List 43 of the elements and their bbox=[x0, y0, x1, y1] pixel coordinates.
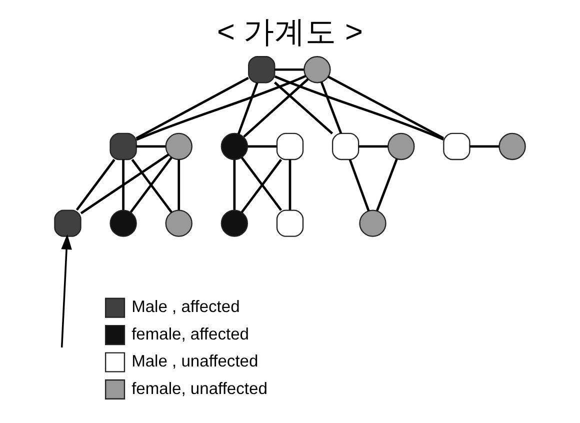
connector bbox=[376, 158, 398, 212]
connector bbox=[320, 82, 342, 134]
connector bbox=[243, 78, 309, 138]
connector bbox=[328, 76, 444, 140]
connector bbox=[178, 160, 180, 210]
legend-label: Male , unaffected bbox=[132, 352, 258, 371]
connector bbox=[76, 158, 116, 211]
arrow bbox=[60, 234, 72, 348]
connector bbox=[288, 160, 292, 210]
connector bbox=[122, 160, 124, 210]
connector bbox=[233, 160, 236, 210]
connector bbox=[136, 74, 306, 141]
node-box bbox=[443, 132, 470, 160]
connector bbox=[470, 145, 499, 148]
connector bbox=[237, 82, 258, 134]
node-circle bbox=[304, 56, 331, 84]
legend-label: female, unaffected bbox=[132, 378, 268, 398]
connector bbox=[348, 159, 370, 212]
node-box bbox=[276, 210, 304, 237]
diagram-title: < 가계도 > bbox=[217, 14, 363, 50]
node-circle bbox=[220, 210, 248, 237]
node-box bbox=[276, 132, 304, 160]
node-box bbox=[332, 132, 360, 160]
node-circle bbox=[220, 132, 248, 160]
node-box bbox=[110, 132, 137, 160]
node-box bbox=[54, 210, 82, 237]
node-circle bbox=[165, 210, 192, 237]
node-circle bbox=[165, 132, 192, 160]
connector bbox=[358, 145, 388, 148]
node-circle bbox=[388, 132, 415, 160]
legend-label: female, affected bbox=[132, 324, 250, 344]
connector bbox=[247, 145, 277, 148]
legend-label: Male , affected bbox=[132, 297, 240, 316]
connector bbox=[80, 154, 170, 214]
node-circle bbox=[110, 210, 137, 237]
node-circle bbox=[359, 210, 386, 237]
connector bbox=[274, 68, 304, 71]
connector bbox=[274, 75, 444, 140]
connector bbox=[274, 82, 334, 134]
node-circle bbox=[498, 132, 526, 160]
connector bbox=[136, 76, 249, 140]
node-box bbox=[248, 56, 276, 84]
connector bbox=[136, 145, 166, 148]
